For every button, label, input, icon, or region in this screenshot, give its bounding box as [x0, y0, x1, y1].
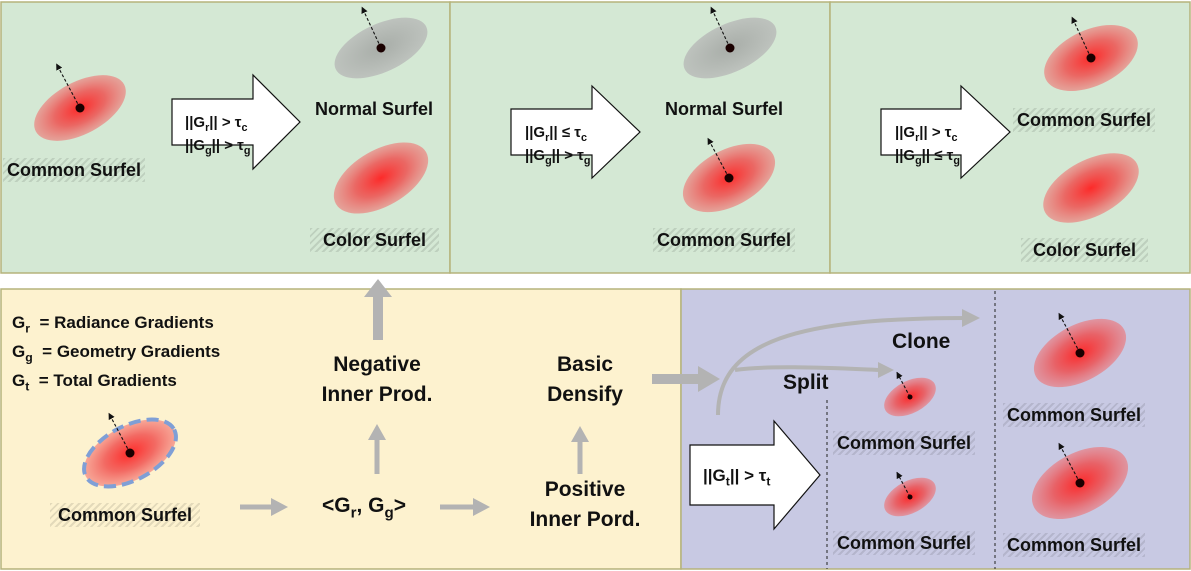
top2-condition: ||Gr|| ≤ τc ||Gg|| > τg: [525, 121, 590, 167]
surfel-clone-1-center-dot: [1075, 348, 1085, 358]
clone-label: Clone: [892, 330, 951, 353]
clone-output-1: Common Surfel: [1003, 403, 1146, 427]
surfel-top3-color: [1043, 153, 1139, 223]
basic-densify-label: Basic Densify: [547, 353, 623, 406]
surfel-clone-2-normal-arrow: [1058, 442, 1081, 484]
surfel-top1-color: [333, 142, 429, 214]
top1-input-label: Common Surfel: [3, 158, 146, 182]
clone-curve-arrow: [716, 316, 969, 416]
densify-condition-label: ||Gt|| > τt: [703, 466, 771, 489]
top1-cond-line2: ||Gg|| > τg: [185, 137, 251, 157]
split-output-1: Common Surfel: [833, 431, 976, 455]
top3-cond-line1: ||Gr|| > τc: [895, 124, 958, 144]
top3-output-common: Common Surfel: [1013, 108, 1156, 132]
surfel-split-2-center-dot: [907, 494, 913, 500]
surfel-split-2: [884, 471, 936, 517]
surfel-top1-input-normal-arrow: [56, 63, 81, 109]
surfel-top1-normal-center-dot: [376, 43, 386, 53]
top1-output-normal: Normal Surfel: [315, 99, 434, 119]
surfel-flow-input-normal-arrow: [108, 412, 131, 454]
surfel-split-1-center-dot: [907, 394, 913, 400]
densify-condition-arrow: [689, 419, 821, 531]
top2-cond-line1: ||Gr|| ≤ τc: [525, 124, 587, 144]
surfel-top2-normal-center-dot: [725, 43, 735, 53]
surfel-top1-input-center-dot: [75, 103, 85, 113]
surfel-split-1: [884, 371, 936, 417]
legend-radiance: Gr = Radiance Gradients: [12, 313, 214, 336]
to-top-arrow-head: [364, 279, 392, 297]
surfel-top3-common-center-dot: [1086, 53, 1096, 63]
legend-total: Gt = Total Gradients: [12, 371, 177, 394]
top2-output-common: Common Surfel: [653, 228, 796, 252]
split-output-2: Common Surfel: [833, 531, 976, 555]
surfel-flow-input: [82, 412, 178, 489]
surfel-top2-common: [682, 137, 776, 213]
surfel-top3-common: [1044, 16, 1138, 92]
flow-input-label: Common Surfel: [50, 503, 201, 527]
surfel-top2-normal: [683, 6, 777, 79]
top3-condition: ||Gr|| > τc ||Gg|| ≤ τg: [895, 121, 960, 167]
positive-inner-product-label: Positive Inner Pord.: [529, 478, 641, 531]
condition-arrow-2: [510, 84, 641, 180]
legend-geometry: Gg = Geometry Gradients: [12, 342, 221, 365]
top1-cond-line1: ||Gr|| > τc: [185, 114, 248, 134]
negative-inner-product-label: Negative Inner Prod.: [321, 353, 433, 406]
surfel-top1-input: [34, 63, 126, 141]
surfel-top2-common-center-dot: [724, 173, 734, 183]
clone-output-2: Common Surfel: [1003, 533, 1146, 557]
surfel-top2-normal-normal-arrow: [710, 6, 731, 49]
inner-product-label: <Gr, Gg>: [322, 494, 407, 522]
split-curve-arrow: [734, 365, 883, 372]
surfel-clone-2-center-dot: [1075, 478, 1085, 488]
surfel-top1-normal-normal-arrow: [361, 6, 382, 49]
top3-output-color: Color Surfel: [1021, 238, 1149, 262]
top1-condition: ||Gr|| > τc ||Gg|| > τg: [185, 111, 250, 157]
top3-cond-line2: ||Gg|| ≤ τg: [895, 147, 960, 167]
split-label: Split: [783, 371, 829, 394]
surfel-top2-common-normal-arrow: [707, 137, 730, 179]
top2-output-normal: Normal Surfel: [665, 99, 784, 119]
surfel-top3-color-ellipse: [1043, 153, 1139, 223]
condition-arrow-3: [880, 84, 1011, 180]
top2-cond-line2: ||Gg|| > τg: [525, 147, 591, 167]
surfel-top3-common-normal-arrow: [1071, 16, 1092, 59]
surfel-flow-input-center-dot: [125, 448, 135, 458]
surfel-top1-normal: [334, 6, 428, 79]
condition-arrow-1: [171, 73, 301, 171]
surfel-clone-1-normal-arrow: [1058, 312, 1081, 354]
surfel-clone-1: [1033, 312, 1127, 388]
top1-output-color: Color Surfel: [310, 228, 440, 252]
surfel-clone-2: [1031, 442, 1129, 520]
surfel-top1-color-ellipse: [333, 142, 429, 214]
